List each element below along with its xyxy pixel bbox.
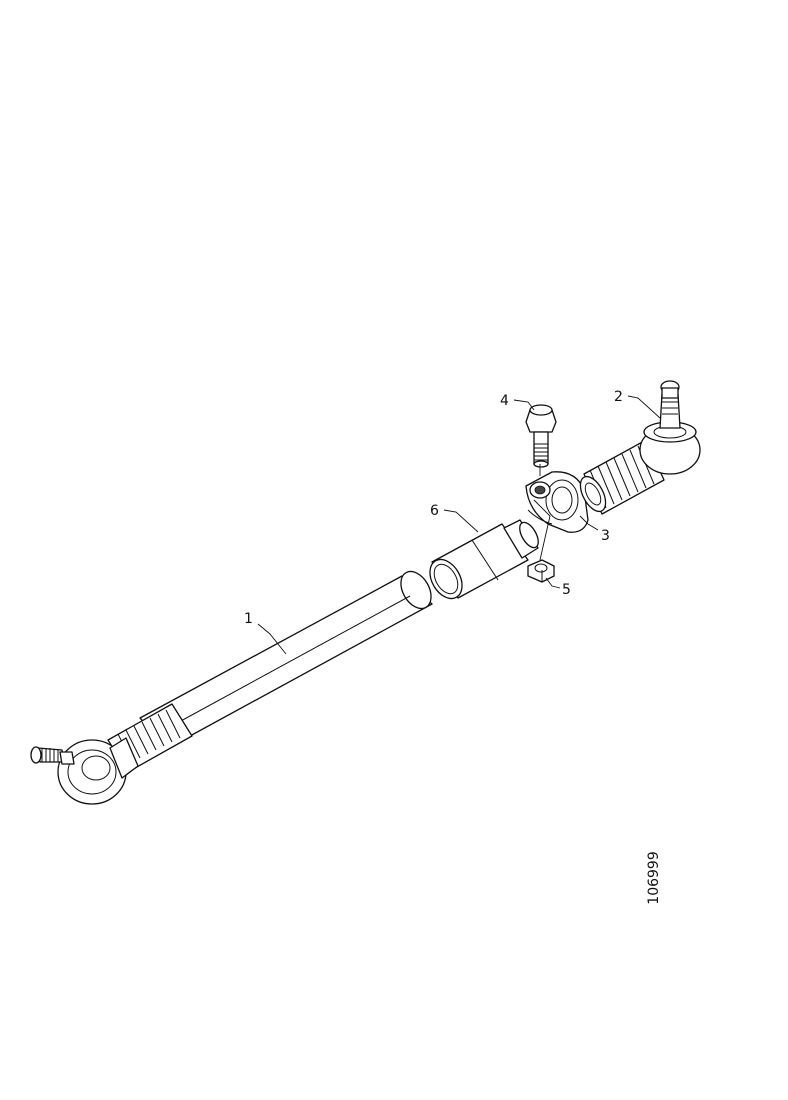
callout-1: 1: [244, 611, 253, 627]
callout-5: 5: [562, 582, 571, 598]
callout-3: 3: [601, 528, 610, 544]
clamp-sleeve: [429, 519, 539, 600]
right-ball-joint: [579, 380, 701, 515]
callout-6: 6: [430, 503, 439, 519]
leader-lines: [257, 395, 661, 655]
callout-2: 2: [614, 389, 623, 405]
callout-4: 4: [500, 393, 509, 409]
tie-rod-tube: [107, 570, 433, 773]
drawing-number: 106999: [646, 851, 662, 904]
clamp-nut: [527, 559, 555, 583]
clamp-bolt: [525, 404, 557, 468]
left-ball-joint: [30, 737, 139, 805]
clamp: [525, 471, 589, 533]
